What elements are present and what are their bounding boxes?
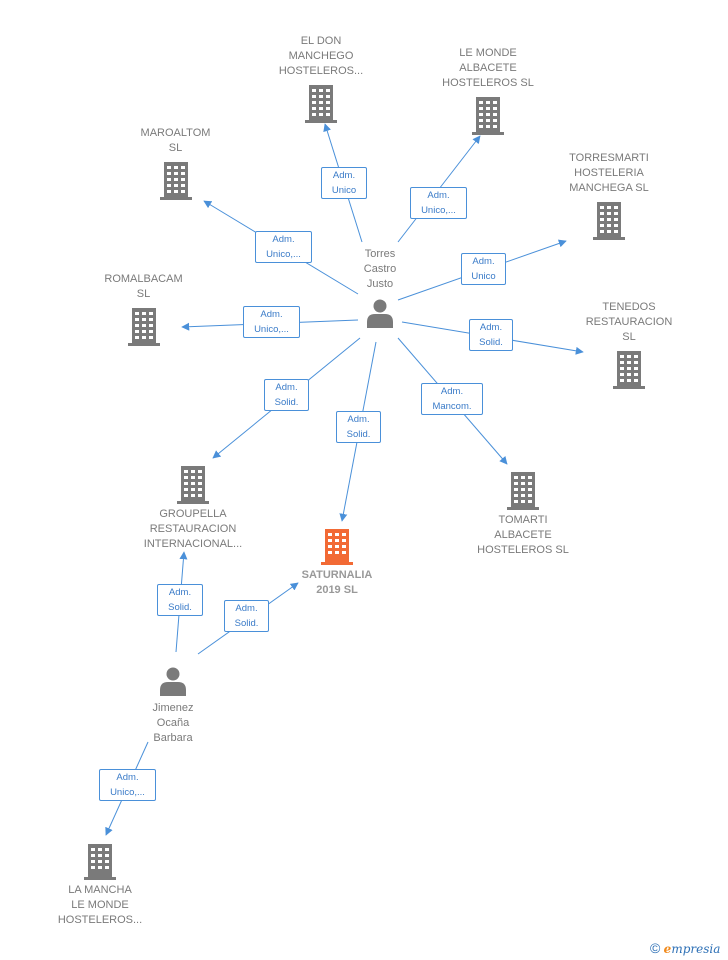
- company-name: TOMARTI ALBACETE HOSTELEROS SL: [477, 514, 569, 556]
- company-node-romalbacam[interactable]: ROMALBACAM SL: [86, 272, 201, 346]
- relation-label[interactable]: Adm. Unico,...: [243, 306, 300, 338]
- relation-label[interactable]: Adm. Unico,...: [255, 231, 312, 263]
- relation-label[interactable]: Adm. Unico: [461, 253, 506, 285]
- building-icon: [613, 351, 645, 389]
- empresia-logo[interactable]: © empresia: [650, 940, 720, 956]
- person-name: Jimenez Ocaña Barbara: [152, 702, 194, 744]
- company-name: GROUPELLA RESTAURACION INTERNACIONAL...: [143, 508, 243, 550]
- building-icon: [177, 466, 209, 504]
- building-icon: [159, 162, 192, 200]
- person-node-torres[interactable]: Torres Castro Justo: [352, 247, 408, 328]
- relation-label[interactable]: Adm. Unico,...: [99, 769, 156, 801]
- brand-letter: e: [663, 942, 672, 956]
- company-name: TENEDOS RESTAURACION SL: [585, 301, 673, 343]
- building-icon: [321, 529, 353, 565]
- company-name: EL DON MANCHEGO HOSTELEROS...: [278, 35, 364, 77]
- relation-label[interactable]: Adm. Solid.: [336, 411, 381, 443]
- relation-label[interactable]: Adm. Unico: [321, 167, 367, 199]
- company-node-tenedos[interactable]: TENEDOS RESTAURACION SL: [568, 300, 690, 389]
- person-icon: [160, 667, 186, 696]
- building-icon: [305, 85, 337, 123]
- company-name: SATURNALIA 2019 SL: [301, 569, 373, 596]
- building-icon: [507, 472, 539, 510]
- company-node-el-don-manchego[interactable]: EL DON MANCHEGO HOSTELEROS...: [261, 34, 381, 123]
- company-node-la-mancha[interactable]: LA MANCHA LE MONDE HOSTELEROS...: [40, 844, 160, 928]
- company-name: ROMALBACAM SL: [104, 273, 183, 300]
- relation-label[interactable]: Adm. Unico,...: [410, 187, 467, 219]
- building-icon: [593, 202, 625, 240]
- company-node-le-monde-albacete[interactable]: LE MONDE ALBACETE HOSTELEROS SL: [428, 46, 548, 135]
- person-node-jimenez[interactable]: Jimenez Ocaña Barbara: [140, 666, 206, 746]
- company-node-maroaltom[interactable]: MAROALTOM SL: [118, 126, 233, 200]
- person-name: Torres Castro Justo: [363, 248, 397, 290]
- company-name: LA MANCHA LE MONDE HOSTELEROS...: [57, 884, 143, 926]
- building-icon: [84, 844, 116, 880]
- company-name: LE MONDE ALBACETE HOSTELEROS SL: [442, 47, 534, 89]
- copyright-icon: ©: [650, 940, 661, 956]
- relation-label[interactable]: Adm. Solid.: [224, 600, 269, 632]
- company-node-groupella[interactable]: GROUPELLA RESTAURACION INTERNACIONAL...: [128, 466, 258, 552]
- person-icon: [367, 299, 393, 328]
- company-name: MAROALTOM SL: [140, 127, 211, 154]
- brand-text: mpresia: [671, 942, 721, 956]
- building-icon: [472, 97, 504, 135]
- relation-label[interactable]: Adm. Solid.: [469, 319, 513, 351]
- company-node-saturnalia[interactable]: SATURNALIA 2019 SL: [277, 529, 397, 598]
- company-node-torresmarti[interactable]: TORRESMARTI HOSTELERIA MANCHEGA SL: [548, 151, 670, 240]
- relation-label[interactable]: Adm. Mancom.: [421, 383, 483, 415]
- company-node-tomarti[interactable]: TOMARTI ALBACETE HOSTELEROS SL: [463, 472, 583, 558]
- relation-label[interactable]: Adm. Solid.: [264, 379, 309, 411]
- building-icon: [127, 308, 160, 346]
- company-name: TORRESMARTI HOSTELERIA MANCHEGA SL: [569, 152, 649, 194]
- relation-label[interactable]: Adm. Solid.: [157, 584, 203, 616]
